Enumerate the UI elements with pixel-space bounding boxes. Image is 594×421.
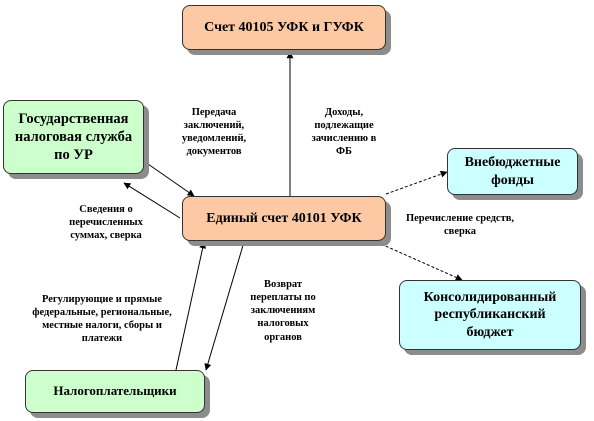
label-transfer-conclusions: Передача заключений, уведомлений, докуме… — [181, 107, 247, 158]
label-income-fb: Доходы, подлежащие зачислению в ФБ — [311, 107, 377, 158]
arrow-to-offbudget — [385, 170, 448, 195]
arrow-tax-to-account — [147, 163, 195, 197]
arrow-account-to-tax — [123, 182, 181, 219]
node-ufk-gufk: Счет 40105 УФК и ГУФК — [182, 5, 386, 50]
label-regulating-taxes: Регулирующие и прямые федеральные, регио… — [32, 294, 172, 345]
node-taxpayers-label: Налогоплательщики — [53, 383, 177, 399]
node-ufk-gufk-label: Счет 40105 УФК и ГУФК — [204, 19, 364, 35]
node-taxpayers: Налогоплательщики — [25, 370, 205, 413]
node-consolidated-budget-label: Консолидированный республиканский бюджет — [423, 289, 557, 340]
node-consolidated-budget: Консолидированный республиканский бюджет — [399, 280, 581, 350]
node-offbudget-funds-label: Внебюджетные фонды — [464, 155, 561, 188]
arrow-taxpayers-to-account — [175, 241, 207, 371]
arrow-to-consolidated — [371, 239, 463, 281]
label-info-amounts: Сведения о перечисленных суммах, сверка — [69, 204, 143, 242]
node-single-account-label: Единый счет 40101 УФК — [206, 210, 362, 226]
node-tax-service: Государственная налоговая служба по УР — [3, 100, 144, 174]
arrow-refund-to-taxpayers — [204, 241, 245, 371]
node-single-account: Единый счет 40101 УФК — [182, 196, 386, 241]
label-transfer-funds: Перечисление средств, сверка — [405, 213, 515, 238]
node-tax-service-label: Государственная налоговая служба по УР — [14, 110, 133, 164]
node-offbudget-funds: Внебюджетные фонды — [447, 148, 578, 195]
label-refund: Возврат переплаты по заключениям налогов… — [250, 279, 316, 343]
